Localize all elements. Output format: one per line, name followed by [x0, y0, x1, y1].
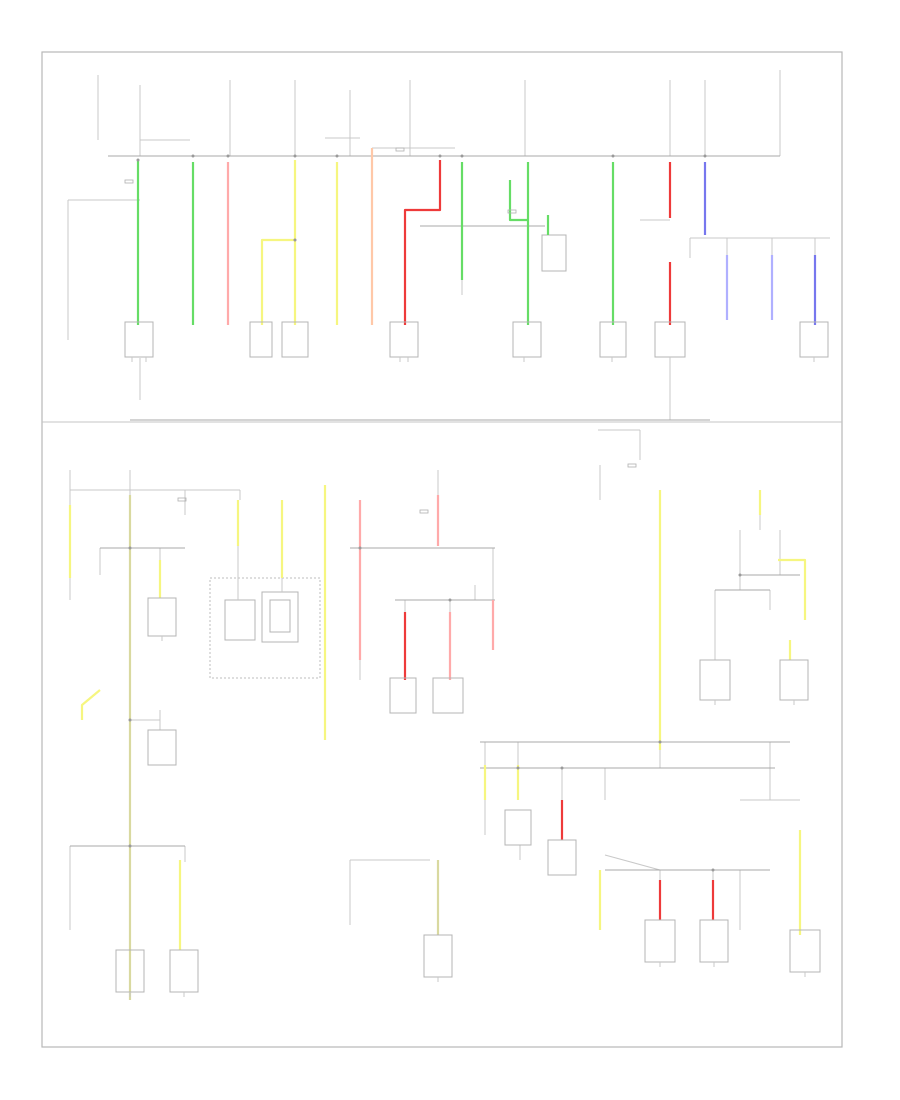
- component-box: [599, 321, 627, 358]
- component-box: [789, 929, 821, 973]
- diagram-frame: [41, 51, 843, 1048]
- component-pins: [129, 357, 815, 997]
- component-box: [547, 839, 577, 876]
- fuse-markers: [124, 147, 742, 872]
- component-box: [699, 659, 731, 701]
- wire-green: [508, 180, 528, 222]
- component-box: [147, 597, 177, 637]
- wires: [68, 148, 817, 1000]
- component-box: [779, 659, 809, 701]
- component-box: [249, 321, 273, 358]
- component-box: [169, 949, 199, 993]
- component-box: [124, 321, 154, 358]
- component-box: [654, 321, 686, 358]
- component-box: [389, 321, 419, 358]
- component-box: [389, 677, 417, 714]
- static-wiring: [67, 70, 830, 930]
- bus-bars: [70, 155, 800, 871]
- component-box: [699, 919, 729, 963]
- wire-yellow: [80, 689, 101, 720]
- wire-yellow: [778, 558, 807, 620]
- component-box: [147, 729, 177, 766]
- component-box: [512, 321, 542, 358]
- component-box: [423, 934, 453, 978]
- component-box: [644, 919, 676, 963]
- wire-yellow: [260, 238, 295, 325]
- component-box: [799, 321, 829, 358]
- wire-red: [403, 160, 442, 325]
- component-box: [504, 809, 532, 846]
- component-box: [432, 677, 464, 714]
- component-box: [281, 321, 309, 358]
